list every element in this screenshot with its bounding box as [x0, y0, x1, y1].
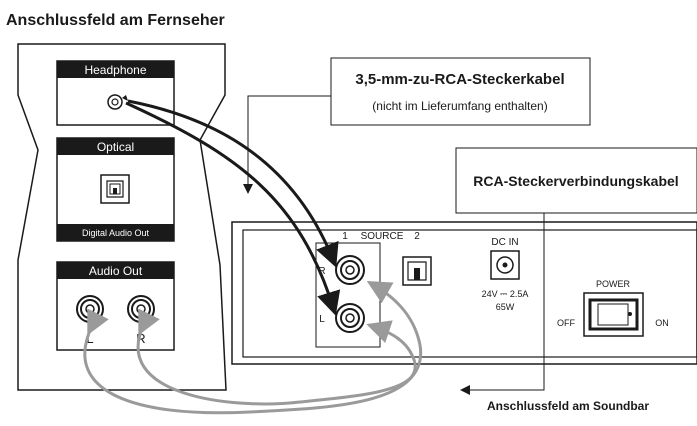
- optical-port-group: Optical Digital Audio Out: [56, 137, 175, 242]
- callout-rca-leader-arrow: [460, 213, 545, 395]
- callout-35mm-cable: 3,5-mm-zu-RCA-Steckerkabel (nicht im Lie…: [330, 57, 591, 126]
- rca-cable-r-tv-end: [87, 308, 109, 336]
- jack-r-label: R: [318, 266, 325, 277]
- power-rating-2: 65W: [496, 302, 515, 312]
- audio-out-left-jack-icon[interactable]: [76, 295, 104, 323]
- audio-out-right-label: R: [136, 331, 145, 346]
- soundbar-jack-l-icon[interactable]: [335, 303, 365, 333]
- rca-cable-l-tv-end: [138, 308, 160, 336]
- cable-35mm-to-r: [127, 99, 339, 268]
- cable-35mm-plug-icon: [122, 95, 128, 101]
- callout-35mm-title: 3,5-mm-zu-RCA-Steckerkabel: [355, 71, 564, 88]
- optical-label-bar: [57, 138, 174, 155]
- source-1-label: 1: [342, 231, 348, 242]
- rca-cable-l: [136, 320, 417, 406]
- audio-out-left-label: L: [86, 331, 93, 346]
- headphone-port-group: Headphone: [56, 60, 175, 126]
- cable-35mm-to-l: [125, 101, 341, 316]
- power-rating-1: 24V ⎓ 2.5A: [482, 289, 529, 299]
- optical-port-icon[interactable]: [100, 174, 130, 204]
- callout-rca-title: RCA-Steckerverbindungskabel: [473, 173, 678, 189]
- optical-sublabel-bar: [57, 224, 174, 241]
- audio-out-right-jack-icon[interactable]: [127, 295, 155, 323]
- rca-cable-r: [83, 281, 423, 415]
- soundbar-jack-r-icon[interactable]: [335, 255, 365, 285]
- headphone-label-bar: [57, 61, 174, 78]
- soundbar-panel-inner: [242, 229, 697, 358]
- callout-35mm-note: (nicht im Lieferumfang enthalten): [372, 99, 547, 113]
- source-label: SOURCE: [361, 231, 404, 242]
- power-label: POWER: [596, 279, 631, 289]
- headphone-jack-icon[interactable]: [107, 94, 123, 110]
- callout-35mm-leader-arrow: [243, 95, 331, 194]
- audio-out-label-bar: [57, 262, 174, 279]
- soundbar-panel-outline: [231, 221, 697, 365]
- power-switch-icon[interactable]: [583, 292, 644, 337]
- tv-panel-outline: [17, 43, 227, 391]
- optical-label: Optical: [97, 140, 134, 154]
- audio-out-label: Audio Out: [89, 264, 143, 278]
- tv-panel-title: Anschlussfeld am Fernseher: [6, 12, 225, 29]
- power-on-label: ON: [655, 318, 669, 328]
- dc-in-label: DC IN: [491, 237, 518, 248]
- soundbar-optical-port-icon[interactable]: [402, 256, 432, 286]
- jack-l-label: L: [319, 314, 325, 325]
- soundbar-panel-title: Anschlussfeld am Soundbar: [487, 399, 649, 413]
- optical-sublabel: Digital Audio Out: [82, 228, 150, 238]
- dc-in-port-icon[interactable]: [490, 250, 520, 280]
- headphone-label: Headphone: [84, 63, 146, 77]
- power-off-label: OFF: [557, 318, 575, 328]
- callout-rca-cable: RCA-Steckerverbindungskabel: [455, 147, 697, 214]
- audio-out-port-group: Audio Out L R: [56, 261, 175, 351]
- source-2-label: 2: [414, 231, 420, 242]
